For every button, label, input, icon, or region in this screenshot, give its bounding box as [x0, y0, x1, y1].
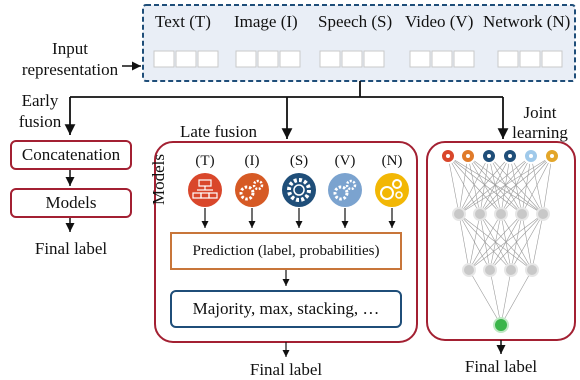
model-tag-i: (I)	[244, 153, 260, 169]
distribution-connectors	[64, 81, 509, 139]
modality-image: Image (I)	[234, 12, 298, 31]
model-arrows	[201, 208, 396, 357]
joint-final-label: Final label	[464, 357, 538, 376]
prediction-label: Prediction (label, probabilities)	[192, 242, 380, 259]
modality-network: Network (N)	[483, 12, 571, 31]
model-icon-n	[375, 173, 409, 207]
modality-video: Video (V)	[405, 12, 474, 31]
aggregation-label: Majority, max, stacking, …	[192, 299, 380, 318]
early-fusion-title-line2: fusion	[18, 112, 62, 131]
neural-net-edges	[447, 155, 553, 326]
concatenation-box: Concatenation	[10, 140, 132, 170]
modality-text: Text (T)	[155, 12, 211, 31]
model-tag-s: (S)	[289, 153, 309, 169]
model-icon-v	[328, 173, 362, 207]
model-icon-i	[235, 173, 269, 207]
input-feature-strips	[153, 50, 563, 68]
concatenation-label: Concatenation	[21, 145, 121, 164]
input-label-line1: Input	[52, 39, 88, 58]
joint-learning-frame	[426, 141, 576, 341]
neural-net-output-node	[493, 317, 509, 333]
joint-learning-title-line1: Joint	[523, 103, 557, 122]
model-tag-t: (T)	[195, 153, 215, 169]
late-fusion-title: Late fusion	[180, 122, 257, 141]
late-final-label: Final label	[249, 360, 323, 379]
input-label-line2: representation	[21, 60, 119, 79]
neural-net-hidden-nodes	[452, 207, 550, 277]
model-tag-v: (V)	[334, 153, 356, 169]
model-icon-t	[188, 173, 222, 207]
model-icon-s	[282, 173, 316, 207]
modality-speech: Speech (S)	[318, 12, 393, 31]
early-models-label: Models	[45, 193, 97, 212]
joint-learning-title-line2: learning	[512, 123, 568, 142]
early-fusion-title-line1: Early	[21, 91, 59, 110]
prediction-box: Prediction (label, probabilities)	[170, 232, 402, 270]
neural-net-input-nodes	[440, 148, 560, 164]
model-tag-n: (N)	[381, 153, 403, 169]
late-models-label: Models	[149, 154, 168, 205]
early-models-box: Models	[10, 188, 132, 218]
early-final-label: Final label	[34, 239, 108, 258]
aggregation-box: Majority, max, stacking, …	[170, 290, 402, 328]
